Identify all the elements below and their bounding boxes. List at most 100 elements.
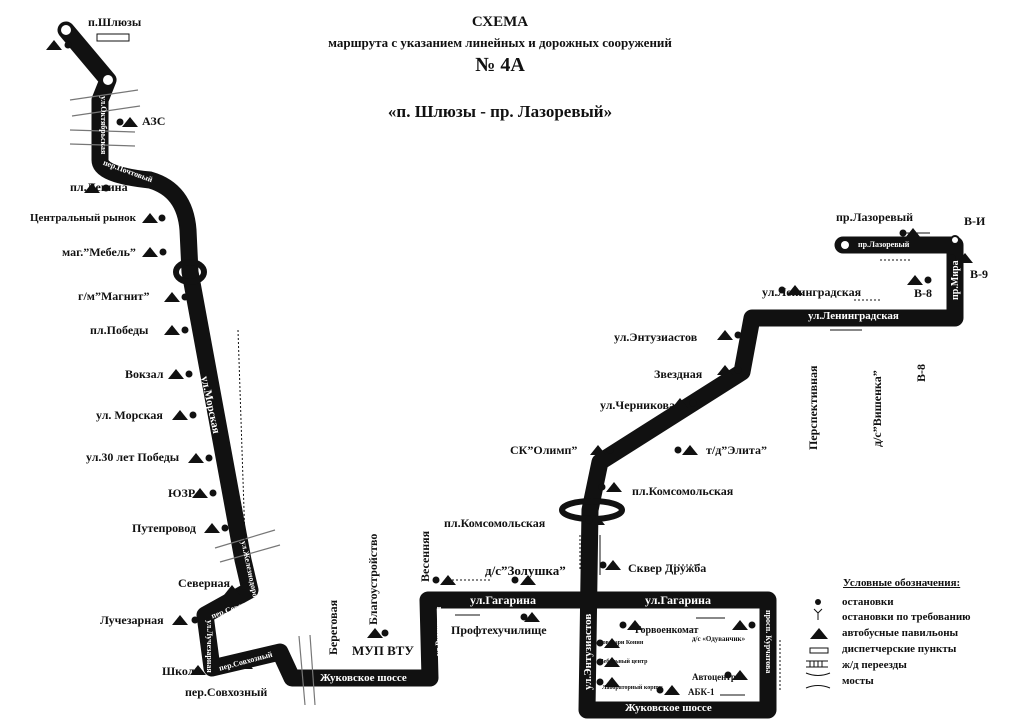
stop-chernikova: ул.Черникова <box>600 398 676 412</box>
stop-yuzr: ЮЗР <box>168 486 196 500</box>
legend-item: автобусные павильоны <box>842 627 959 639</box>
legend-icons <box>805 599 831 689</box>
bus-stop-icon <box>674 446 682 454</box>
stop-profteh: Профтехучилище <box>451 623 547 637</box>
stop-konin: Поводари Конин <box>598 640 644 646</box>
bus-pavilion-icon <box>164 292 180 302</box>
bus-pavilion-icon <box>164 325 180 335</box>
stop-zvezdnaya: Звездная <box>654 367 703 381</box>
stop-shlyuzy: п.Шлюзы <box>88 15 142 29</box>
bus-stop-icon <box>205 454 213 462</box>
bus-stop-icon <box>734 331 742 339</box>
bus-pavilion-icon <box>589 515 605 525</box>
stop-vesennyaya: Весенняя <box>418 530 432 582</box>
street-label: пр.Лазоревый <box>858 240 910 249</box>
bus-stop-icon <box>619 621 627 629</box>
bus-pavilion-icon <box>605 560 621 570</box>
dispatch-point-icon <box>96 33 130 42</box>
route-name: «п. Шлюзы - пр. Лазоревый» <box>387 102 613 121</box>
roundabout <box>173 259 207 285</box>
bus-stop-icon <box>948 254 956 262</box>
bus-stop-icon <box>381 629 389 637</box>
bus-pavilion-icon <box>672 398 688 408</box>
bus-pavilion-icon <box>907 275 923 285</box>
bus-stop-icon <box>64 41 72 49</box>
bus-pavilion-icon <box>367 628 383 638</box>
scheme-subtitle: маршрута с указанием линейных и дорожных… <box>328 35 672 50</box>
bus-pavilion-icon <box>142 213 158 223</box>
stop-vi: В-И <box>964 214 986 228</box>
street-label: просп. Курчатова <box>764 610 773 674</box>
bus-pavilion-icon <box>627 620 643 630</box>
bus-stop-icon <box>520 613 528 621</box>
stop-rynok: Центральный рынок <box>30 212 136 224</box>
bus-stop-icon <box>606 446 614 454</box>
bus-pavilion-icon <box>237 659 253 669</box>
scheme-title: СХЕМА <box>471 14 529 30</box>
bus-stop-icon <box>656 686 664 694</box>
bus-pavilion-icon <box>190 665 206 675</box>
bus-pavilion-icon <box>590 445 606 455</box>
bus-stop-icon <box>102 184 110 192</box>
bus-stop-icon <box>185 370 193 378</box>
bus-pavilion-icon <box>84 183 100 193</box>
bus-stop-icon <box>585 516 593 524</box>
bus-pavilion-icon <box>606 482 622 492</box>
stop-perspektivnaya: Перспективная <box>806 365 820 450</box>
bus-pavilion-icon <box>604 638 620 648</box>
bus-pavilion-icon <box>224 585 240 595</box>
bus-pavilion-icon <box>188 453 204 463</box>
stop-mebel: маг.”Мебель” <box>62 245 136 259</box>
stop-shkola: Школа <box>162 664 201 678</box>
bus-stop-icon <box>221 524 229 532</box>
bus-stop-icon <box>189 411 197 419</box>
street-label: ул.Энтузиастов <box>582 613 594 690</box>
route-line <box>57 21 964 719</box>
bus-pavilion-icon <box>347 676 363 686</box>
bus-pavilion-icon <box>717 330 733 340</box>
bus-pavilion-icon <box>172 410 188 420</box>
bus-pavilion-icon <box>204 523 220 533</box>
legend-item: остановки <box>842 596 894 608</box>
bus-stop-icon <box>734 366 742 374</box>
bus-stop-icon <box>511 576 519 584</box>
bus-stop-icon <box>599 561 607 569</box>
street-label: ул.Лучезарная <box>205 620 214 673</box>
stop-komsomolskaya-1: пл.Комсомольская <box>444 516 546 530</box>
stop-gorvoenkomat: Горвоенкомат <box>635 625 699 636</box>
legend-item: мосты <box>842 675 874 687</box>
bus-pavilion-icon <box>172 615 188 625</box>
bus-pavilion-icon <box>604 677 620 687</box>
bus-pavilion-icon <box>192 488 208 498</box>
bus-stop-icon <box>240 582 248 590</box>
bus-stop-icon <box>158 214 166 222</box>
street-label: Жуковское шоссе <box>320 672 407 684</box>
bus-stop-icon <box>209 489 217 497</box>
bus-pavilion-icon <box>664 685 680 695</box>
stop-sovkhozny: пер.Совхозный <box>185 685 268 699</box>
stop-magnit: г/м”Магнит” <box>78 289 150 303</box>
stop-vishenka: д/с”Вишенка” <box>870 370 884 447</box>
street-label: ул.Рудничная <box>434 606 443 656</box>
bus-stop-icon <box>254 656 262 664</box>
stop-olimp: СК”Олимп” <box>510 443 578 457</box>
bus-stop-icon <box>778 286 786 294</box>
terminus-circle <box>61 25 71 35</box>
bus-stop-icon <box>206 666 214 674</box>
bus-pavilion-icon <box>957 253 973 263</box>
bus-stop-icon <box>748 621 756 629</box>
bus-stop-icon <box>341 677 349 685</box>
stop-v8-a: В-8 <box>914 286 932 300</box>
bus-stop-icon <box>689 399 697 407</box>
stop-morskaya: ул. Морская <box>96 408 163 422</box>
stop-lazorevy: пр.Лазоревый <box>836 210 914 224</box>
bus-pavilion-icon <box>520 575 536 585</box>
stop-severnaya: Северная <box>178 576 231 590</box>
legend-title: Условные обозначения: <box>843 577 961 589</box>
stop-zolushka: д/с”Золушка” <box>485 563 566 578</box>
bus-stop-icon <box>159 248 167 256</box>
stop-entuziastov: ул.Энтузиастов <box>614 330 698 344</box>
bus-pavilion-icon <box>717 365 733 375</box>
stop-lab: Лабораторный корпус <box>602 685 663 691</box>
